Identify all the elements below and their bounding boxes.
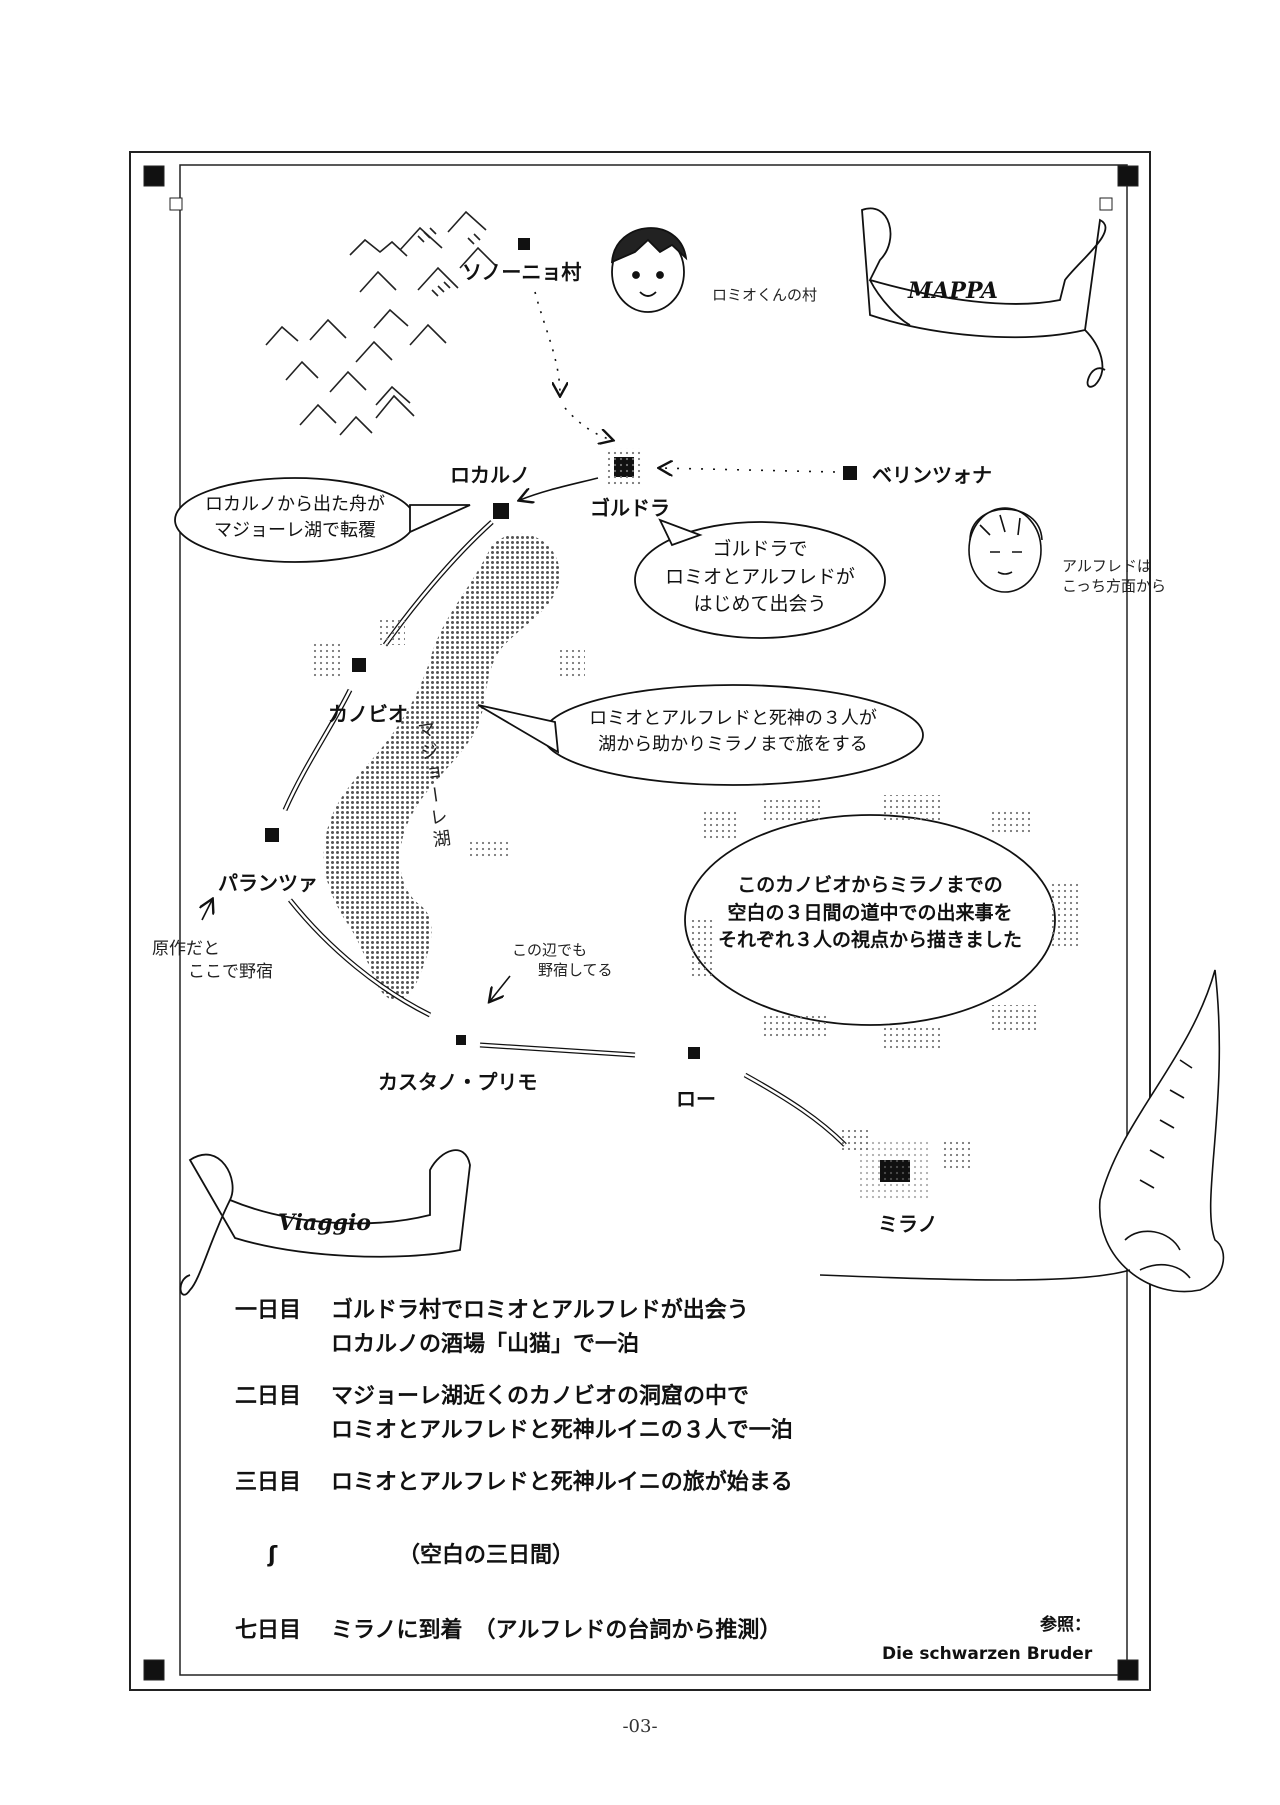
mappa-banner-title: MAPPA xyxy=(908,278,998,304)
milano-halo xyxy=(860,1140,930,1200)
bubble-locarno: ロカルノから出た舟が マジョーレ湖で転覆 xyxy=(205,494,385,542)
place-goldra: ゴルドラ xyxy=(590,496,670,520)
itinerary-day-7: 七日目 ミラノに到着 （アルフレドの台詞から推測） xyxy=(235,1618,782,1643)
itinerary-day-2: 二日目 マジョーレ湖近くのカノビオの洞窟の中で ロミオとアルフレドと死神ルイニの… xyxy=(235,1384,793,1444)
bubble-goldra: ゴルドラで ロミオとアルフレドが はじめて出会う xyxy=(665,538,855,616)
page-frame xyxy=(129,151,1151,1691)
note-alfred-from: アルフレドは こっち方面から xyxy=(1062,557,1166,596)
viaggio-banner xyxy=(179,1149,471,1296)
viaggio-banner-title: Viaggio xyxy=(278,1210,372,1236)
mountains xyxy=(265,210,497,436)
itinerary-day-3: 三日目 ロミオとアルフレドと死神ルイニの旅が始まる xyxy=(235,1470,793,1495)
reference-label: 参照： xyxy=(1040,1615,1091,1635)
place-bellinzona: ベリンツォナ xyxy=(872,463,992,487)
note-camp-here: この辺でも 野宿してる xyxy=(512,941,613,980)
summary-rays xyxy=(690,795,1080,1050)
place-milano: ミラノ xyxy=(878,1212,938,1236)
alfred-face-icon xyxy=(968,507,1043,593)
mappa-banner xyxy=(861,207,1107,388)
romio-face-icon xyxy=(610,227,688,313)
bubble-summary: このカノビオからミラノまでの 空白の３日間の道中での出来事を それぞれ３人の視点… xyxy=(717,874,1022,952)
place-castano-primo: カスタノ・プリモ xyxy=(378,1070,538,1094)
place-locarno: ロカルノ xyxy=(450,463,530,487)
place-rho: ロー xyxy=(676,1087,716,1111)
itinerary-gap: ʃ（空白の三日間） xyxy=(268,1543,575,1568)
note-camp-original: 原作だと ここで野宿 xyxy=(152,939,273,982)
speech-bubbles xyxy=(174,477,1056,1026)
misc-dots xyxy=(310,620,970,1170)
goldra-halo xyxy=(605,448,643,486)
place-sonogno: ソノーニョ村 xyxy=(462,260,582,284)
page-number: -03- xyxy=(622,1716,658,1737)
itinerary-day-1: 一日目 ゴルドラ村でロミオとアルフレドが出会う ロカルノの酒場「山猫」で一泊 xyxy=(235,1298,749,1358)
place-cannobio: カノビオ xyxy=(328,702,408,726)
note-romio-village: ロミオくんの村 xyxy=(712,286,818,304)
lake-maggiore xyxy=(323,533,560,1001)
place-pallanza: パランツァ xyxy=(218,871,318,895)
bubble-cannobio: ロミオとアルフレドと死神の３人が 湖から助かりミラノまで旅をする xyxy=(589,708,877,756)
reference-source: Die schwarzen Bruder xyxy=(882,1644,1093,1664)
rolled-scroll xyxy=(819,969,1225,1293)
